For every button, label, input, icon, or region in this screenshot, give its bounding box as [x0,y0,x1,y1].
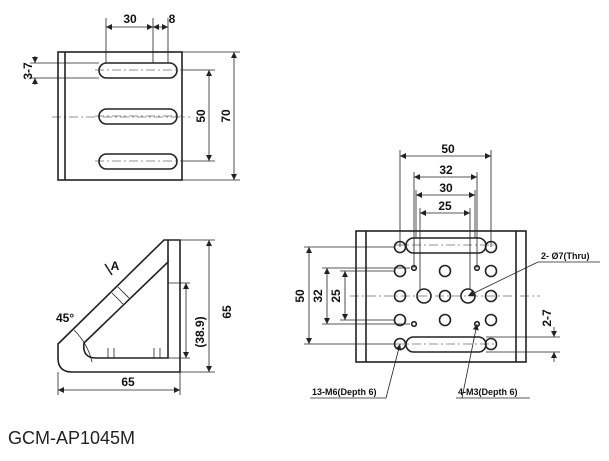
slot-2 [98,108,178,125]
leader-thru [467,261,539,297]
m6-hole [393,264,407,278]
m6-hole [484,289,498,303]
m6-hole [438,313,452,327]
dim-v32-label: 32 [311,289,325,303]
side-view-inner-outline [82,260,169,359]
leader-m6 [385,343,402,399]
m6-hole [438,264,452,278]
slot-3 [98,153,178,170]
part-number-caption: GCM-AP1045M [8,428,136,448]
hole-hidden-line [117,286,130,299]
angle-arc [73,329,93,363]
hole-grid [393,240,498,351]
m6-hole [393,289,407,303]
dim-30-label: 30 [123,12,137,26]
note-m3: 4-M3(Depth 6) [458,387,518,397]
m3-hole [410,320,418,328]
note-thru-hole: 2- Ø7(Thru) [541,251,590,261]
dim-32-label: 32 [439,163,453,177]
hole-hidden-line [111,292,124,305]
thru-hole [460,288,476,304]
section-mark [104,263,113,276]
front-view: 50 32 30 25 50 32 25 2-7 2- Ø7(Th [293,142,600,399]
m6-hole [484,264,498,278]
m6-hole [438,289,452,303]
m6-hole [484,313,498,327]
dim-50-label: 50 [441,142,455,156]
top-view: 30 8 3-7 50 70 [21,12,240,181]
dim-50-label: 50 [194,109,208,123]
dim-65-h-label: 65 [121,375,135,389]
dim-65-v-label: 65 [220,305,234,319]
front-view-outline [355,230,527,363]
dim-38-9-label: (38.9) [193,316,207,347]
dim-8-label: 8 [169,12,176,26]
dim-v25-label: 25 [329,289,343,303]
slot-1 [98,62,178,79]
m6-hole [484,337,498,351]
dim-v50-label: 50 [293,289,307,303]
dim-2-7-label: 2-7 [540,309,554,327]
front-slot-top [405,237,487,254]
m6-hole [393,313,407,327]
side-view: A 45° (38.9) 65 65 [56,239,234,395]
dim-70-label: 70 [219,109,233,123]
note-m6: 13-M6(Depth 6) [312,387,377,397]
dim-3-7-label: 3-7 [21,62,35,80]
angle-label: 45° [56,311,74,325]
side-view-outer-outline [57,239,181,373]
section-label-a: A [111,259,120,273]
leader-m3 [461,323,479,399]
dim-25-label: 25 [438,199,452,213]
dim-30-label: 30 [439,181,453,195]
thru-hole [416,288,432,304]
